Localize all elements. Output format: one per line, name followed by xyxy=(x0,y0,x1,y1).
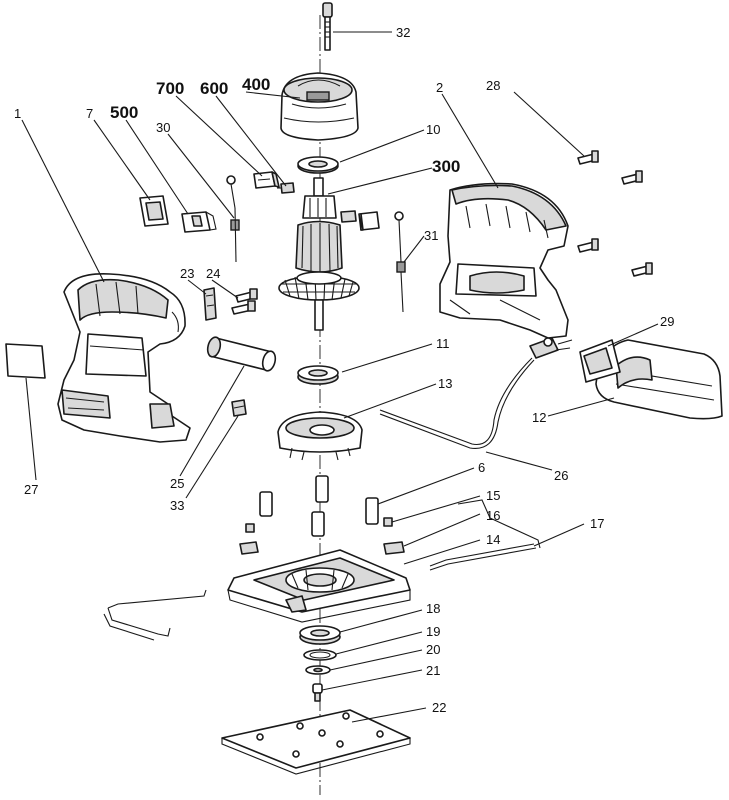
part-14-base-plate xyxy=(227,549,411,623)
part-28-screws xyxy=(577,150,653,277)
callout-10: 10 xyxy=(426,122,440,137)
part-18-bearing xyxy=(299,625,341,645)
part-19-snap-ring xyxy=(303,649,337,661)
part-13-counterweight xyxy=(277,411,363,461)
part-600-carbon-brush xyxy=(277,182,295,194)
callout-28: 28 xyxy=(486,78,500,93)
callout-600: 600 xyxy=(200,79,228,98)
part-23-clip xyxy=(203,287,217,321)
callout-7: 7 xyxy=(86,106,93,121)
part-7-switch-cover xyxy=(139,195,169,227)
callout-13: 13 xyxy=(438,376,452,391)
part-20-washer xyxy=(305,665,331,675)
callout-23: 23 xyxy=(180,266,194,281)
part-11-bearing xyxy=(297,365,339,385)
callout-14: 14 xyxy=(486,532,500,547)
callout-25: 25 xyxy=(170,476,184,491)
callout-33: 33 xyxy=(170,498,184,513)
part-700-brush-holder xyxy=(253,171,280,189)
callout-27: 27 xyxy=(24,482,38,497)
callout-19: 19 xyxy=(426,624,440,639)
callout-30: 30 xyxy=(156,120,170,135)
part-22-sanding-pad xyxy=(221,709,411,775)
part-17-spring-wire xyxy=(429,543,537,571)
leader-lines xyxy=(21,31,659,723)
part-500-switch xyxy=(181,211,217,233)
callout-22: 22 xyxy=(432,700,446,715)
callout-21: 21 xyxy=(426,663,440,678)
carbon-brush-right xyxy=(340,210,357,223)
part-26-power-cord xyxy=(379,337,573,450)
callout-1: 1 xyxy=(14,106,21,121)
part-300-armature xyxy=(278,177,360,331)
callout-24: 24 xyxy=(206,266,220,281)
callout-400: 400 xyxy=(242,75,270,94)
callout-16: 16 xyxy=(486,508,500,523)
callout-31: 31 xyxy=(424,228,438,243)
callout-6: 6 xyxy=(478,460,485,475)
callout-18: 18 xyxy=(426,601,440,616)
part-17-spring-wire-left xyxy=(103,589,207,641)
callout-17: 17 xyxy=(590,516,604,531)
part-30-lead-wire xyxy=(226,175,240,263)
part-15-clip xyxy=(383,541,405,555)
part-1-left-housing xyxy=(57,273,191,443)
part-31-lead-wire xyxy=(394,211,406,313)
callout-29: 29 xyxy=(660,314,674,329)
callout-11: 11 xyxy=(436,336,450,351)
part-16-spring-wire xyxy=(457,499,541,549)
callout-2: 2 xyxy=(436,80,443,95)
part-33-clip xyxy=(231,399,247,417)
part-2-right-housing xyxy=(439,182,569,339)
part-10-bearing xyxy=(297,156,339,174)
part-24-screws xyxy=(231,288,258,315)
part-27-label xyxy=(5,343,46,379)
callout-20: 20 xyxy=(426,642,440,657)
part-21-screw xyxy=(312,683,323,702)
callout-32: 32 xyxy=(396,25,410,40)
callout-labels: 32 1 7 500 30 700 600 400 10 300 2 28 31… xyxy=(14,25,674,715)
callout-26: 26 xyxy=(554,468,568,483)
brush-holder-right xyxy=(358,211,380,231)
part-400-rear-cap xyxy=(280,72,359,141)
part-6-posts xyxy=(239,475,393,555)
part-29-dust-adapter xyxy=(579,339,621,383)
part-25-dust-tube xyxy=(206,336,277,372)
callout-300: 300 xyxy=(432,157,460,176)
callout-15: 15 xyxy=(486,488,500,503)
callout-12: 12 xyxy=(532,410,546,425)
part-12-dust-bag xyxy=(595,339,723,420)
callout-700: 700 xyxy=(156,79,184,98)
callout-500: 500 xyxy=(110,103,138,122)
part-32-screw xyxy=(322,2,333,51)
